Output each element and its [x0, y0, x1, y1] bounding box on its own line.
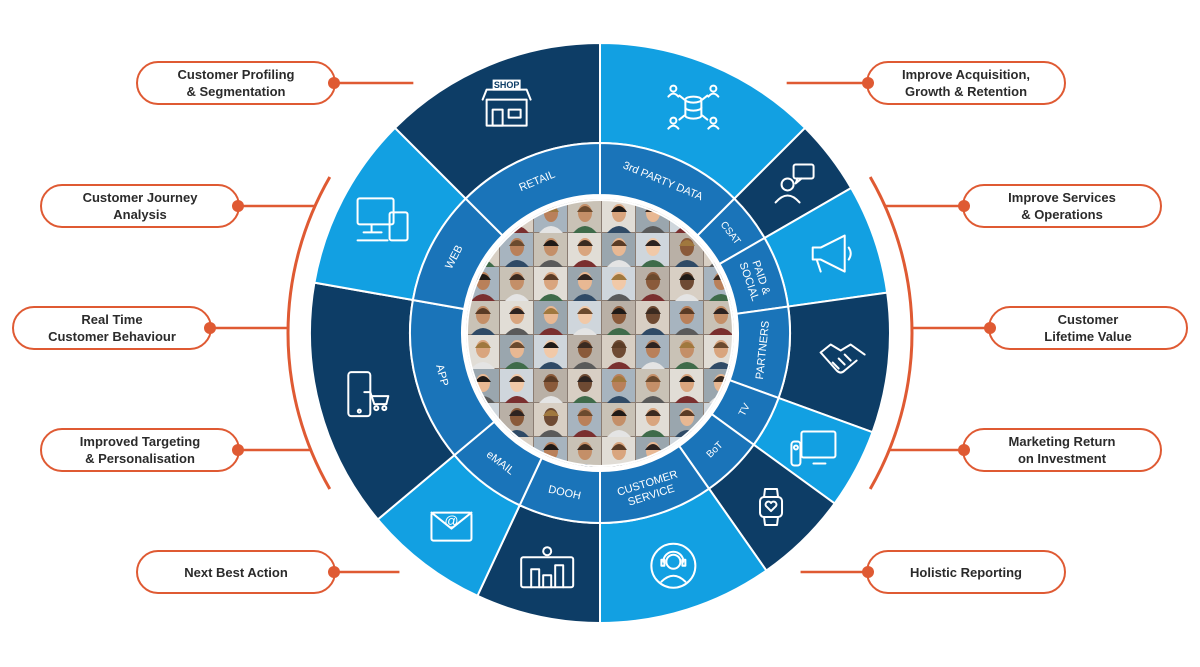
face-tile	[636, 267, 669, 301]
face-tile	[534, 301, 567, 335]
database-network-icon	[667, 84, 720, 130]
shop-icon: SHOP	[481, 79, 532, 127]
outcome-customer-profiling: Customer Profiling & Segmentation	[136, 61, 340, 105]
face-tile	[534, 403, 567, 437]
face-tile	[500, 301, 533, 335]
face-tile	[568, 233, 601, 267]
billboard-icon	[520, 546, 575, 589]
face-tile	[602, 301, 635, 335]
face-tile	[636, 403, 669, 437]
outcome-improved-targeting: Improved Targeting & Personalisation	[40, 428, 244, 472]
face-tile	[636, 335, 669, 369]
outcome-real-time-behaviour: Real Time Customer Behaviour	[12, 306, 216, 350]
segments	[309, 41, 891, 625]
face-tile	[636, 369, 669, 403]
headset-agent-icon	[650, 542, 697, 589]
face-tile	[602, 335, 635, 369]
devices-icon	[356, 197, 409, 242]
face-tile	[568, 335, 601, 369]
face-tile	[670, 233, 703, 267]
face-tile	[602, 369, 635, 403]
outcome-marketing-roi: Marketing Return on Investment	[958, 428, 1162, 472]
face-tile	[636, 301, 669, 335]
outcome-improve-services: Improve Services & Operations	[958, 184, 1162, 228]
face-tile	[568, 369, 601, 403]
face-tile	[534, 335, 567, 369]
face-tile	[568, 199, 601, 233]
outcome-improve-acquisition: Improve Acquisition, Growth & Retention	[862, 61, 1066, 105]
connector-dot	[862, 77, 874, 89]
connector-dot	[328, 77, 340, 89]
outcome-customer-lifetime-value: Customer Lifetime Value	[984, 306, 1188, 350]
segment-icons: SHOP @	[347, 79, 866, 589]
left-orange-arc	[286, 176, 332, 490]
face-tile	[500, 369, 533, 403]
svg-text:@: @	[444, 513, 458, 529]
segment-label: APP	[433, 363, 450, 387]
face-tile	[568, 267, 601, 301]
right-orange-arc	[868, 176, 914, 490]
connector-dot	[328, 566, 340, 578]
face-tile	[602, 403, 635, 437]
connector-dot	[958, 444, 970, 456]
face-tile	[568, 403, 601, 437]
face-tile	[602, 267, 635, 301]
face-tile	[534, 267, 567, 301]
face-tile	[534, 233, 567, 267]
face-tile	[602, 199, 635, 233]
svg-text:SHOP: SHOP	[494, 80, 520, 90]
connector-dot	[204, 322, 216, 334]
face-tile	[500, 335, 533, 369]
face-tile	[466, 335, 499, 369]
smartwatch-icon	[759, 488, 784, 527]
face-tile	[500, 233, 533, 267]
segment-customer-service	[599, 444, 768, 625]
outcome-holistic-reporting: Holistic Reporting	[862, 550, 1066, 594]
outcome-customer-journey: Customer Journey Analysis	[40, 184, 244, 228]
handshake-icon	[819, 343, 866, 374]
customer-faces-mosaic	[466, 199, 734, 467]
segment-partners	[728, 291, 891, 434]
connector-dot	[232, 444, 244, 456]
outcome-next-best-action: Next Best Action	[136, 550, 340, 594]
face-tile	[500, 267, 533, 301]
segment-label: TV	[737, 402, 753, 419]
face-tile	[636, 233, 669, 267]
face-tile	[670, 369, 703, 403]
tv-remote-icon	[790, 430, 837, 467]
face-tile	[534, 369, 567, 403]
mobile-cart-icon	[347, 371, 390, 418]
connector-arcs	[212, 81, 988, 574]
face-tile	[670, 301, 703, 335]
segment-dooh	[476, 456, 601, 625]
connector-dot	[232, 200, 244, 212]
face-tile	[602, 233, 635, 267]
connector-dot	[862, 566, 874, 578]
face-tile	[466, 301, 499, 335]
face-tile	[670, 335, 703, 369]
face-tile	[568, 301, 601, 335]
megaphone-icon	[811, 234, 852, 273]
connector-dot	[958, 200, 970, 212]
email-icon: @	[430, 511, 473, 542]
face-tile	[704, 301, 734, 335]
chat-user-icon	[774, 163, 815, 204]
face-tile	[670, 267, 703, 301]
connector-dot	[984, 322, 996, 334]
